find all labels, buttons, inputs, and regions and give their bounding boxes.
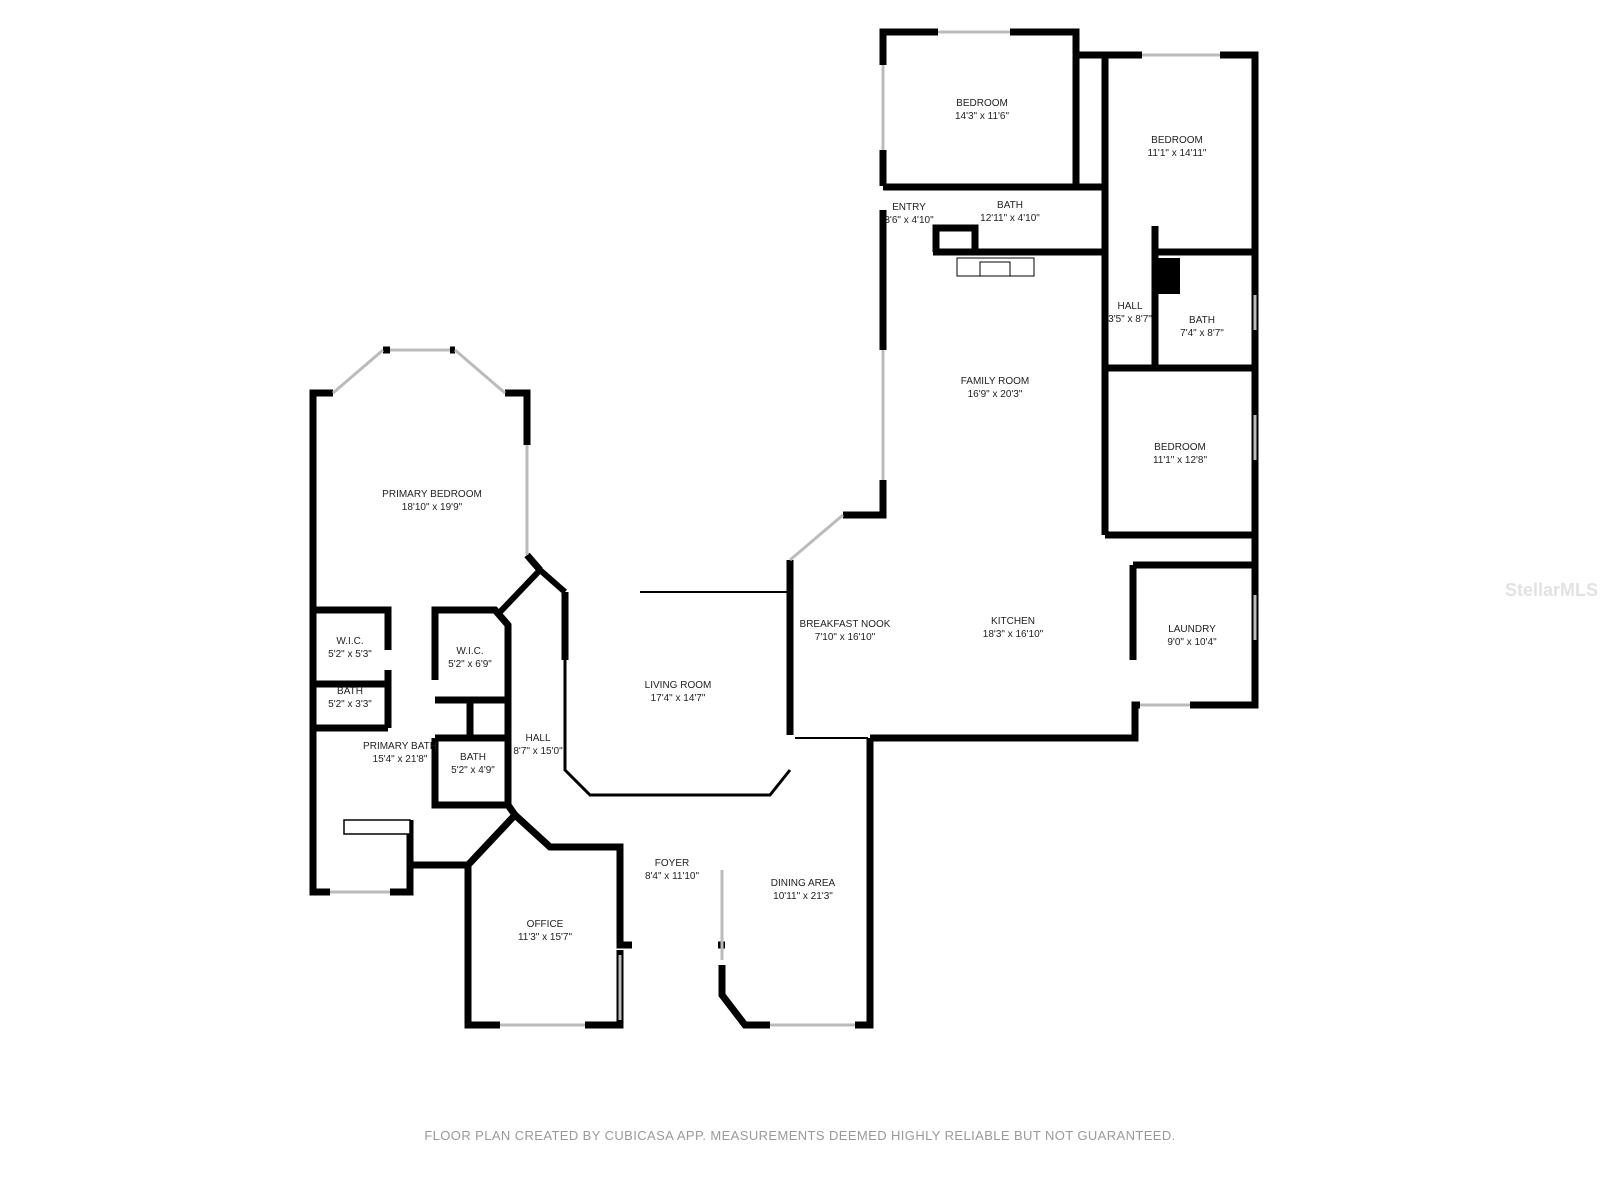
room-name: W.I.C. — [456, 646, 484, 657]
wall — [932, 224, 979, 252]
room-size: 18'3" x 16'10" — [982, 629, 1044, 640]
room-kitchen: KITCHEN 18'3" x 16'10" — [983, 615, 1043, 641]
wall — [464, 812, 518, 1029]
room-size: 14'3" x 11'6" — [954, 111, 1010, 122]
watermark: StellarMLS — [1505, 580, 1599, 600]
walls — [309, 28, 1259, 1029]
room-bedroom-lower: BEDROOM 11'1" x 12'8" — [1153, 441, 1207, 467]
room-name: ENTRY — [892, 202, 926, 213]
room-name: W.I.C. — [336, 636, 364, 647]
room-name: BATH — [997, 200, 1023, 211]
room-name: DINING AREA — [770, 878, 836, 889]
room-size: 3'6" x 4'10" — [884, 215, 934, 226]
wall — [718, 965, 770, 1029]
room-size: 8'7" x 15'0" — [513, 746, 563, 757]
room-size: 5'2" x 5'3" — [328, 649, 372, 660]
room-laundry: LAUNDRY 9'0" x 10'4" — [1167, 623, 1216, 649]
room-size: 7'4" x 8'7" — [1180, 328, 1224, 339]
wall — [843, 480, 887, 519]
room-wic-1: W.I.C. 5'2" x 5'3" — [328, 635, 372, 661]
wall — [1010, 28, 1080, 186]
room-size: 9'0" x 10'4" — [1167, 637, 1217, 648]
wall — [563, 660, 792, 797]
wall — [879, 28, 938, 65]
room-name: BATH — [460, 752, 486, 763]
room-name: BEDROOM — [956, 98, 1008, 109]
room-name: OFFICE — [526, 919, 564, 930]
room-primary-bedroom: PRIMARY BEDROOM 18'10" x 19'9" — [382, 488, 482, 514]
windows — [330, 30, 1257, 1027]
wall — [855, 738, 874, 1029]
room-name: BATH — [1189, 315, 1215, 326]
room-family: FAMILY ROOM 16'9" x 20'3" — [961, 375, 1030, 401]
room-size: 5'2" x 6'9" — [448, 659, 492, 670]
room-size: 16'9" x 20'3" — [967, 389, 1023, 400]
room-size: 8'4" x 11'10" — [644, 871, 700, 882]
room-size: 5'2" x 3'3" — [328, 699, 372, 710]
room-name: BEDROOM — [1154, 442, 1206, 453]
room-name: PRIMARY BEDROOM — [382, 489, 482, 500]
wall — [313, 606, 392, 650]
room-bedroom-top: BEDROOM 14'3" x 11'6" — [955, 97, 1009, 123]
room-name: FAMILY ROOM — [960, 376, 1030, 387]
room-size: 17'4" x 14'7" — [650, 693, 706, 704]
room-size: 18'10" x 19'9" — [401, 502, 463, 513]
room-size: 12'11" x 4'10" — [980, 213, 1040, 224]
room-size: 11'1" x 14'11" — [1147, 148, 1207, 159]
room-name: HALL — [1117, 301, 1143, 312]
room-bedroom-right: BEDROOM 11'1" x 14'11" — [1148, 134, 1207, 160]
room-name: FOYER — [654, 858, 690, 869]
room-hall-right: HALL 3'5" x 8'7" — [1108, 300, 1152, 326]
room-wic-2: W.I.C. 5'2" x 6'9" — [448, 645, 492, 671]
wall — [585, 950, 624, 1029]
room-bath-right: BATH 7'4" x 8'7" — [1180, 314, 1224, 340]
room-name: BEDROOM — [1151, 135, 1203, 146]
room-foyer: FOYER 8'4" x 11'10" — [645, 857, 699, 883]
tub — [343, 819, 411, 835]
room-size: 5'2" x 4'9" — [451, 765, 495, 776]
room-entry: ENTRY 3'6" x 4'10" — [884, 201, 933, 227]
room-name: BREAKFAST NOOK — [799, 619, 891, 630]
room-size: 11'1" x 12'8" — [1152, 455, 1208, 466]
wall — [431, 738, 518, 818]
room-name: HALL — [525, 733, 551, 744]
room-size: 11'3" x 15'7" — [517, 932, 573, 943]
room-dining: DINING AREA 10'11" x 21'3" — [771, 877, 835, 903]
room-size: 7'10" x 16'10" — [814, 632, 876, 643]
wall — [870, 701, 1140, 742]
wall — [390, 861, 468, 896]
footer-disclaimer: FLOOR PLAN CREATED BY CUBICASA APP. MEAS… — [424, 1128, 1176, 1143]
room-bath-hall: BATH 5'2" x 4'9" — [451, 751, 495, 777]
chimney — [1155, 258, 1180, 294]
room-office: OFFICE 11'3" x 15'7" — [518, 918, 572, 944]
wall — [512, 812, 632, 949]
room-size: 3'5" x 8'7" — [1108, 314, 1152, 325]
room-name: KITCHEN — [991, 616, 1035, 627]
room-name: PRIMARY BATH — [363, 741, 437, 752]
room-size: 15'4" x 21'8" — [372, 754, 428, 765]
room-breakfast-nook: BREAKFAST NOOK 7'10" x 16'10" — [800, 618, 891, 644]
wall — [524, 552, 543, 573]
room-living: LIVING ROOM 17'4" x 14'7" — [645, 679, 712, 705]
wall — [1190, 51, 1259, 709]
room-bath-small: BATH 5'2" x 3'3" — [328, 685, 372, 711]
fireplace — [956, 257, 1035, 277]
room-size: 10'11" x 21'3" — [773, 891, 833, 902]
room-name: LIVING ROOM — [644, 680, 712, 691]
room-primary-bath: PRIMARY BATH 15'4" x 21'8" — [363, 740, 437, 766]
room-bath-upper: BATH 12'11" x 4'10" — [980, 199, 1040, 225]
wall — [431, 606, 512, 805]
room-name: BATH — [337, 686, 363, 697]
room-hall: HALL 8'7" x 15'0" — [513, 732, 562, 758]
wall — [309, 389, 333, 896]
wall — [505, 389, 531, 445]
room-name: LAUNDRY — [1168, 624, 1216, 635]
